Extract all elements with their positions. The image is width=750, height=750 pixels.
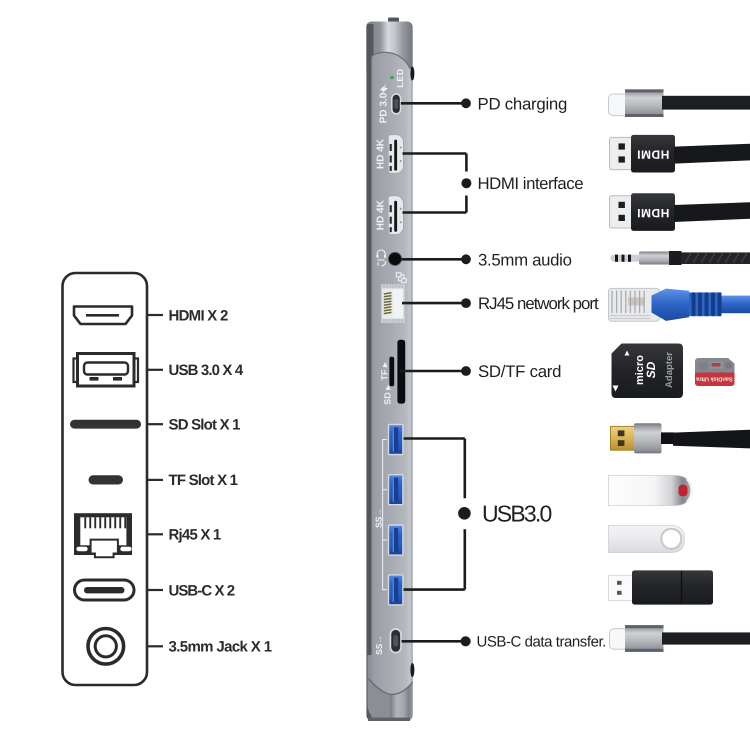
svg-text:RJ45 network port: RJ45 network port [478, 294, 599, 313]
svg-text:LED: LED [395, 68, 405, 87]
svg-text:HDMI: HDMI [637, 206, 670, 220]
svg-text:SD ▸: SD ▸ [383, 385, 393, 405]
svg-text:SD/TF card: SD/TF card [478, 362, 561, 381]
svg-text:HD 4K: HD 4K [376, 199, 387, 230]
svg-text:SanDisk Ultra: SanDisk Ultra [695, 376, 732, 383]
svg-text:Rj45 X 1: Rj45 X 1 [169, 527, 221, 544]
svg-text:HDMI interface: HDMI interface [478, 174, 584, 193]
svg-text:HDMI: HDMI [637, 148, 670, 162]
svg-text:TF ▸: TF ▸ [380, 362, 390, 380]
svg-text:micro: micro [634, 355, 646, 385]
svg-text:Adapter: Adapter [664, 352, 675, 388]
svg-text:3.5mm Jack X 1: 3.5mm Jack X 1 [169, 639, 272, 656]
svg-text:SS→: SS→ [374, 508, 384, 528]
svg-text:USB-C X 2: USB-C X 2 [169, 582, 235, 599]
svg-text:SD Slot X 1: SD Slot X 1 [169, 417, 241, 434]
svg-text:USB3.0: USB3.0 [482, 501, 551, 527]
svg-text:HD 4K: HD 4K [376, 138, 387, 169]
svg-text:USB-C data transfer.: USB-C data transfer. [477, 634, 606, 651]
svg-text:PD charging: PD charging [478, 94, 568, 113]
svg-text:USB 3.0 X 4: USB 3.0 X 4 [169, 362, 244, 379]
svg-text:3.5mm audio: 3.5mm audio [478, 250, 572, 269]
svg-text:SS→: SS→ [374, 635, 384, 655]
svg-text:TF Slot X 1: TF Slot X 1 [169, 472, 238, 489]
svg-text:SD: SD [644, 361, 658, 378]
svg-text:PD 3.0: PD 3.0 [378, 92, 389, 123]
svg-text:HDMI X 2: HDMI X 2 [169, 307, 228, 324]
